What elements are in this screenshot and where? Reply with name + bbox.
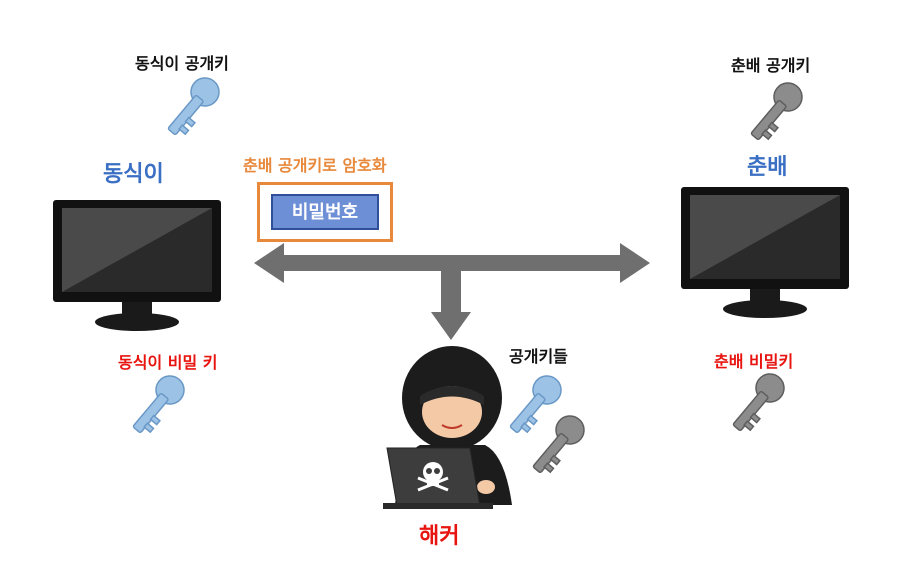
message-frame	[257, 182, 393, 242]
right-private-key-label: 춘배 비밀키	[714, 352, 794, 371]
message-caption: 춘배 공개키로 암호화	[243, 156, 387, 175]
right-public-key-icon	[743, 76, 809, 147]
left-party-name: 동식이	[103, 162, 164, 187]
skull-icon	[417, 462, 449, 492]
left-private-key-label: 동식이 비밀 키	[118, 353, 218, 372]
transmission-arrow-icon	[254, 243, 650, 340]
left-private-key-icon	[125, 369, 191, 440]
hacker-keys-label: 공개키들	[509, 347, 568, 366]
left-public-key-label: 동식이 공개키	[135, 54, 229, 73]
left-monitor-icon	[53, 200, 221, 331]
right-party-name: 춘배	[747, 155, 788, 180]
message-content-box: 비밀번호	[271, 194, 379, 230]
right-public-key-label: 춘배 공개키	[731, 56, 811, 75]
right-private-key-icon	[725, 367, 791, 438]
hacker-name: 해커	[419, 524, 460, 549]
left-public-key-icon	[160, 71, 226, 142]
right-monitor-icon	[681, 187, 849, 318]
